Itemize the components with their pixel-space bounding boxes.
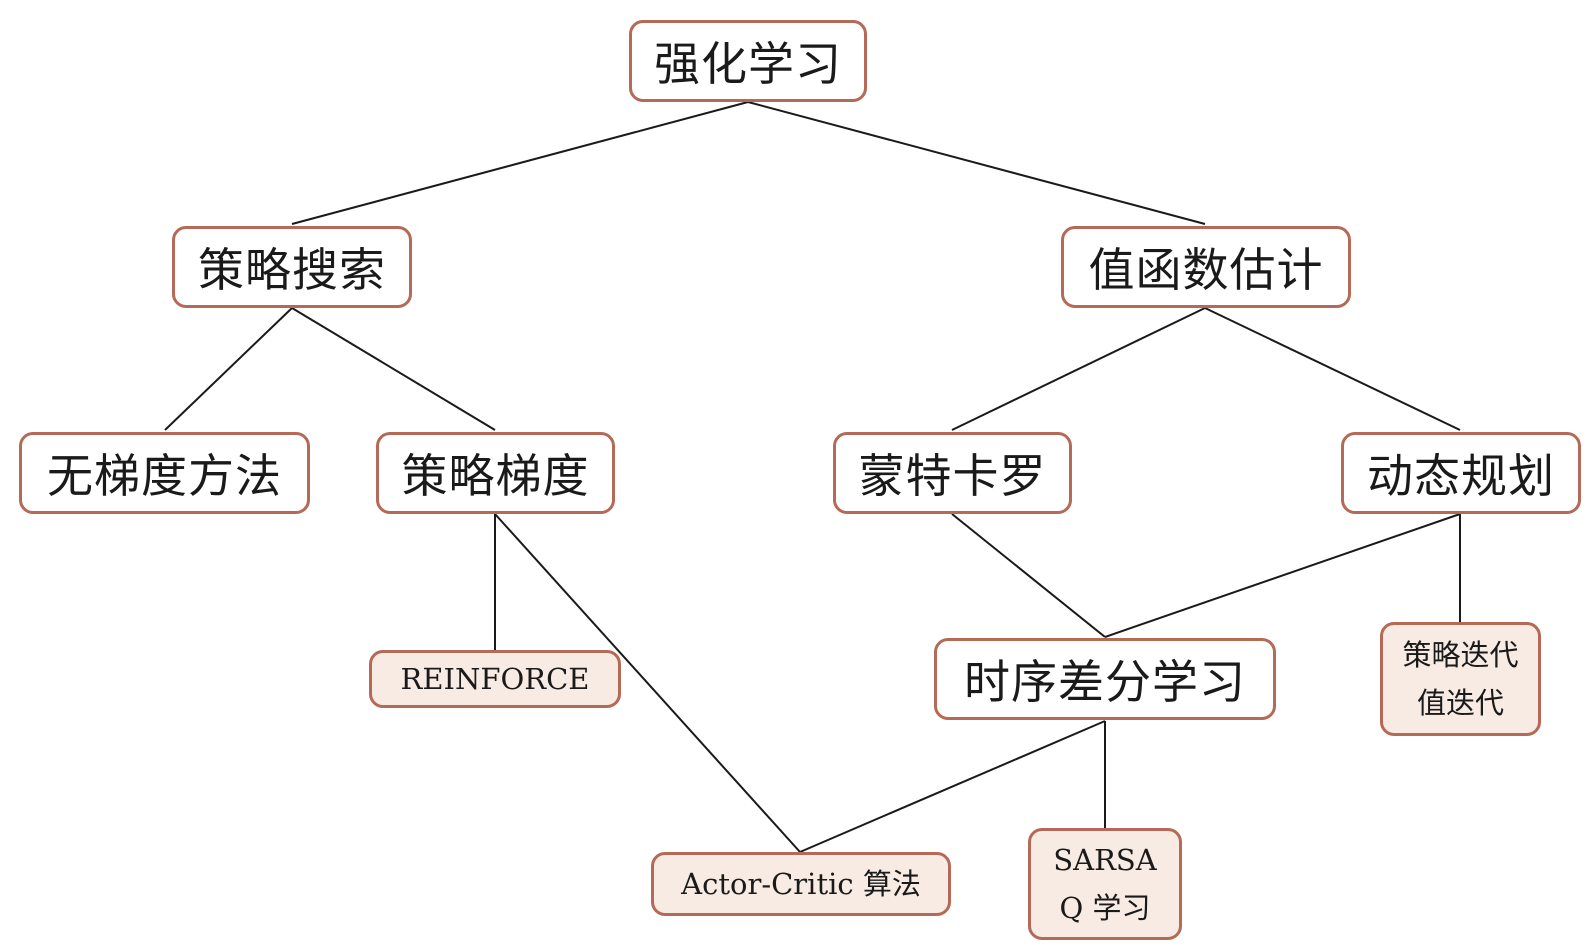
node-monte-carlo: 蒙特卡罗 [833,432,1072,514]
edge-value-estimation-monte-carlo [951,307,1206,431]
edge-policy-gradient-actor-critic [494,513,801,853]
node-dp-methods: 策略迭代 值迭代 [1380,622,1541,736]
edge-policy-search-gradient-free [164,307,293,431]
edge-temporal-difference-actor-critic [799,720,1106,853]
node-value-function-estimation: 值函数估计 [1061,226,1351,308]
node-td-methods: SARSA Q 学习 [1028,828,1182,940]
node-dynamic-programming: 动态规划 [1341,432,1581,514]
node-gradient-free-methods: 无梯度方法 [19,432,310,514]
edge-policy-search-policy-gradient [291,307,496,431]
node-actor-critic: Actor-Critic 算法 [651,852,951,916]
node-temporal-difference-learning: 时序差分学习 [934,638,1276,720]
node-reinforce: REINFORCE [369,650,621,708]
edge-monte-carlo-temporal-difference [951,513,1106,638]
edge-dynamic-programming-temporal-difference [1104,513,1461,638]
node-dp-methods-line-1: 策略迭代 [1402,638,1519,672]
node-td-methods-line-1: SARSA [1053,843,1157,877]
node-policy-gradient: 策略梯度 [376,432,615,514]
edge-value-estimation-dynamic-programming [1204,307,1461,431]
edge-root-policy-search [291,101,749,225]
node-policy-search: 策略搜索 [172,226,412,308]
node-reinforcement-learning: 强化学习 [629,20,867,102]
node-dp-methods-line-2: 值迭代 [1416,686,1504,720]
edge-root-value-estimation [747,101,1206,225]
node-td-methods-line-2: Q 学习 [1059,891,1151,925]
